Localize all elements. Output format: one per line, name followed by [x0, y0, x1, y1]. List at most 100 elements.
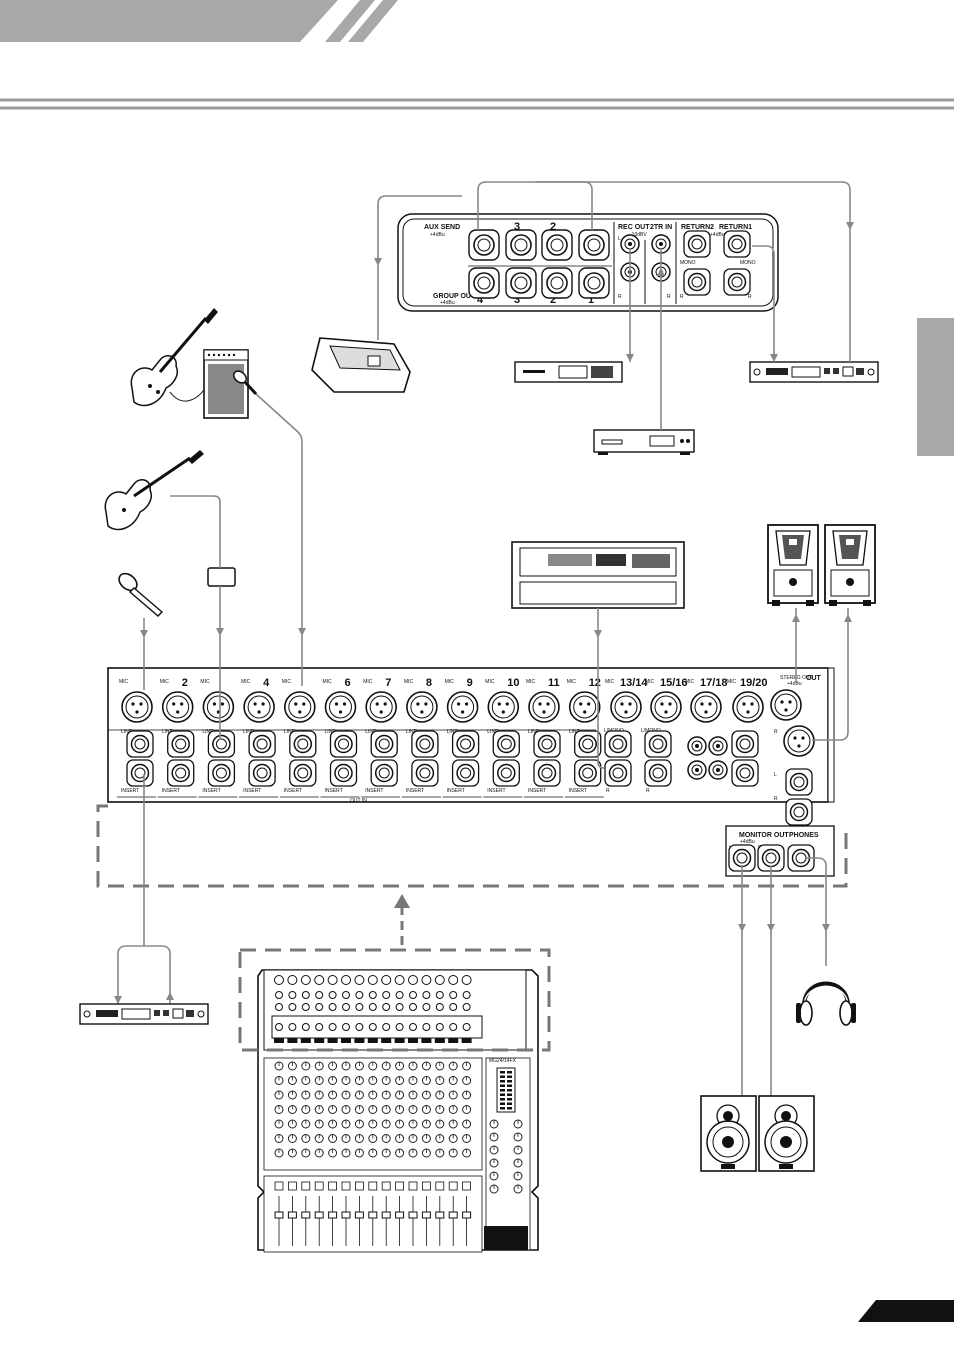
mixer-knob	[421, 1090, 431, 1100]
mixer-knob	[421, 1119, 431, 1129]
mixer-knob	[462, 1076, 472, 1085]
mixer-switch	[448, 1038, 459, 1043]
mixer-knob	[314, 1076, 324, 1085]
mixer-knob	[421, 1134, 431, 1143]
line-input-jack	[451, 730, 480, 758]
stereo-out-level: +4dBu	[787, 681, 802, 687]
mixer-knob	[328, 1090, 338, 1100]
mixer-knob	[489, 1145, 499, 1155]
mixer-insert-jack	[462, 1023, 471, 1031]
mixer-button	[328, 1181, 338, 1191]
mixer-line-jack	[342, 991, 350, 999]
r-label: R	[646, 788, 650, 794]
mixer-knob	[462, 1061, 472, 1071]
cables	[117, 181, 851, 1096]
mixer-knob	[314, 1119, 324, 1129]
mixer-button	[301, 1181, 311, 1191]
mixer-switch	[408, 1038, 418, 1043]
mixer-knob	[395, 1105, 405, 1114]
mixer-knob	[513, 1132, 523, 1142]
mixer-fader-cap	[287, 1211, 297, 1219]
stereo-channel-15-16: 15/16	[660, 677, 688, 689]
mixer-knob	[287, 1076, 297, 1085]
mixer-knob	[274, 1148, 284, 1158]
mixer-insert-jack	[328, 1023, 337, 1031]
mixer-button	[274, 1181, 284, 1191]
mixer-button	[462, 1181, 472, 1191]
stereo-channel-17-18: 17/18	[700, 677, 728, 689]
electric-guitar-1	[130, 308, 218, 407]
insert-label: INSERT	[202, 788, 220, 794]
mixer-line-jack	[315, 1003, 324, 1011]
mixer-knob	[301, 1134, 311, 1143]
guitar-amplifier	[203, 349, 249, 419]
mixer-knob	[435, 1090, 445, 1100]
mixer-channel-strip	[300, 975, 311, 1246]
mixer-button	[341, 1181, 351, 1191]
meter-segment	[500, 1102, 505, 1105]
monitor-out-label: MONITOR OUT	[739, 832, 789, 839]
mixer-knob	[408, 1090, 418, 1100]
mic-input-xlr	[324, 691, 357, 723]
mic-input-xlr	[732, 691, 764, 723]
mixer-switch	[287, 1038, 298, 1043]
mic-label: MIC	[200, 679, 210, 685]
line-input-jack	[533, 730, 561, 758]
line-label: LINE	[528, 729, 540, 735]
meter-segment	[500, 1089, 505, 1092]
2tr-in-label: 2TR IN	[650, 224, 672, 231]
mixer-knob	[489, 1119, 499, 1129]
meter-segment	[500, 1098, 505, 1101]
mixer-button	[381, 1181, 391, 1191]
mixer-knob	[354, 1076, 364, 1085]
mixer-knob	[368, 1148, 378, 1158]
mixer-insert-jack	[315, 1023, 324, 1031]
mixer-insert-jack	[342, 1023, 350, 1031]
channel-number: 7	[385, 677, 391, 689]
mixer-switch	[434, 1038, 445, 1043]
insert-jack	[451, 759, 480, 787]
mixer-knob	[274, 1061, 284, 1071]
monitor-out-level: +4dBu	[740, 839, 755, 845]
mixer-button	[408, 1181, 418, 1191]
stereo-out-r-label: R	[774, 729, 778, 735]
meter-segment	[500, 1107, 505, 1110]
mixer-insert-jack	[382, 1023, 391, 1031]
mixer-line-jack	[382, 1003, 391, 1011]
mic-input-xlr	[161, 691, 194, 723]
rear-panel-monitor-phones: MONITOR OUT +4dBu PHONES L R	[725, 825, 835, 877]
mixer-button	[421, 1181, 431, 1191]
mixer-knob	[462, 1105, 472, 1114]
mixer-knob	[301, 1061, 311, 1071]
mic-input-xlr	[528, 691, 560, 723]
insert-jack	[289, 759, 317, 787]
mixer-line-jack	[328, 1003, 337, 1011]
mixer-knob	[408, 1076, 418, 1085]
insert-jack	[126, 759, 154, 787]
line-input-jack	[126, 730, 154, 758]
meter-segment	[507, 1071, 512, 1074]
line-r-jack	[644, 759, 672, 787]
line-input-jack	[248, 730, 276, 758]
mixer-knob	[328, 1148, 338, 1158]
mixer-xlr	[300, 975, 311, 985]
return1-label: RETURN1	[719, 224, 752, 231]
line-l-jack	[731, 730, 759, 758]
mixer-knob	[341, 1134, 351, 1143]
mixer-fader-cap	[421, 1211, 431, 1219]
out-label: OUT	[806, 675, 822, 682]
meter-segment	[500, 1080, 505, 1083]
main-speaker-right	[824, 524, 876, 607]
line-label: LINE	[487, 729, 499, 735]
mixer-knob	[462, 1119, 472, 1129]
mixer-channel-strip	[381, 975, 392, 1246]
line-label: LINE	[365, 729, 377, 735]
meter-segment	[500, 1084, 505, 1087]
aux-send-label: AUX SEND	[424, 224, 460, 231]
rec-out-label: REC OUT	[618, 224, 650, 231]
